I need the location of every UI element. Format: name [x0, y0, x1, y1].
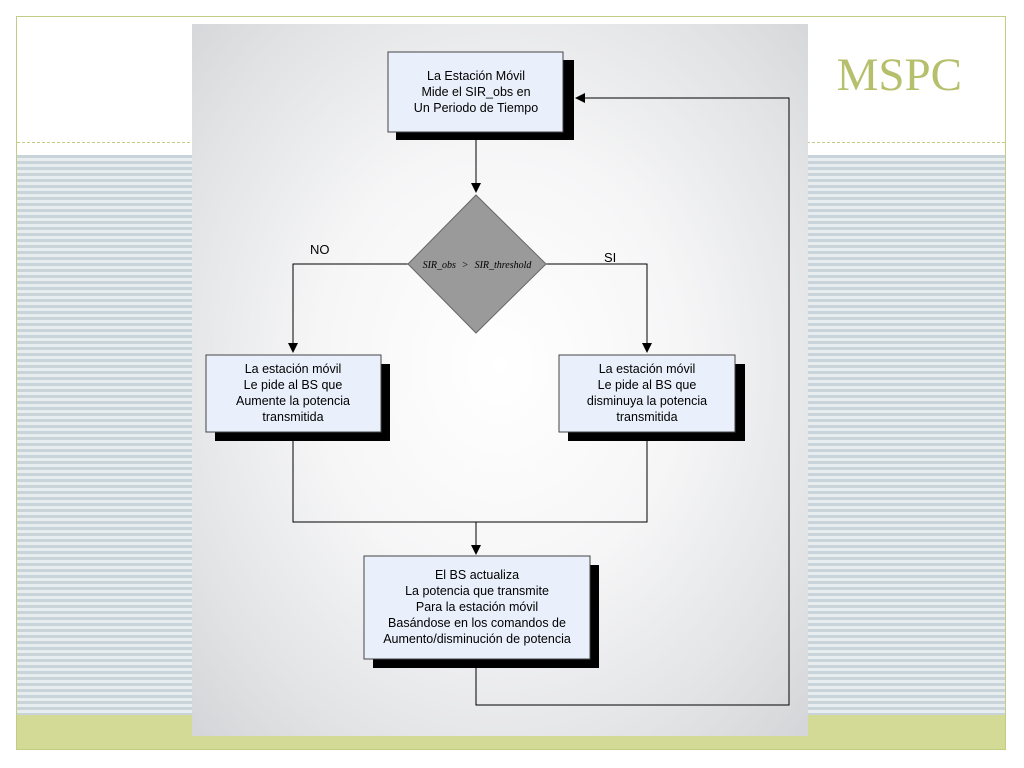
update-power-box-line-1: El BS actualiza: [435, 568, 519, 582]
slide-title: MSPC: [836, 49, 962, 101]
update-power-box-line-2: La potencia que transmite: [405, 584, 549, 598]
decrease-power-box: La estación móvil Le pide al BS que dism…: [558, 354, 745, 441]
increase-power-box: La estación móvil Le pide al BS que Aume…: [205, 354, 390, 441]
measure-box-line-2: Mide el SIR_obs en: [421, 85, 530, 99]
decision-right-operand: SIR_threshold: [475, 260, 533, 271]
decrease-power-box-line-1: La estación móvil: [599, 362, 696, 376]
connector-si-branch: [546, 263, 652, 353]
measure-box-line-3: Un Periodo de Tiempo: [414, 101, 538, 115]
connectors: [288, 93, 790, 706]
decision-diamond: SIR_obs > SIR_threshold: [407, 194, 547, 334]
decrease-power-box-line-2: Le pide al BS que: [598, 378, 697, 392]
connector-no-branch: [288, 263, 408, 353]
decision-operator: >: [462, 260, 468, 271]
update-power-box-body: [363, 555, 591, 660]
decision-left-operand: SIR_obs: [423, 260, 456, 271]
increase-power-box-line-3: Aumente la potencia: [236, 394, 350, 408]
connector-feedback-loop: [475, 93, 790, 706]
increase-power-box-line-4: transmitida: [262, 410, 323, 424]
flowchart-svg: La Estación Móvil Mide el SIR_obs en Un …: [205, 51, 790, 706]
increase-power-box-line-2: Le pide al BS que: [244, 378, 343, 392]
branch-label-si: SI: [604, 250, 616, 265]
connector-merge: [292, 432, 648, 523]
flowchart-panel: La Estación Móvil Mide el SIR_obs en Un …: [192, 24, 808, 736]
update-power-box-line-3: Para la estación móvil: [416, 600, 538, 614]
decision-diamond-shape: [407, 194, 547, 334]
update-power-box: El BS actualiza La potencia que transmit…: [363, 555, 599, 668]
measure-box: La Estación Móvil Mide el SIR_obs en Un …: [387, 51, 574, 140]
update-power-box-line-4: Basándose en los comandos de: [388, 616, 566, 630]
measure-box-line-1: La Estación Móvil: [427, 69, 525, 83]
decrease-power-box-line-4: transmitida: [616, 410, 677, 424]
decrease-power-box-line-3: disminuya la potencia: [587, 394, 707, 408]
increase-power-box-body: [205, 354, 382, 433]
branch-label-no: NO: [310, 242, 330, 257]
increase-power-box-line-1: La estación móvil: [245, 362, 342, 376]
decision-condition: SIR_obs > SIR_threshold: [423, 260, 533, 271]
decrease-power-box-body: [558, 354, 736, 433]
update-power-box-line-5: Aumento/disminución de potencia: [383, 632, 571, 646]
measure-box-body: [387, 51, 564, 133]
